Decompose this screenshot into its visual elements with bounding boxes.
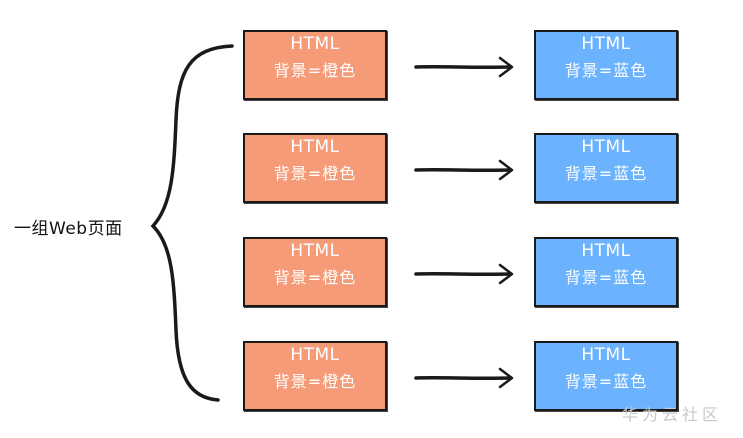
box-title: HTML — [581, 34, 631, 54]
orange-html-box: HTML 背景=橙色 — [243, 30, 387, 100]
box-subtitle: 背景=蓝色 — [564, 372, 648, 391]
arrow-icon — [414, 367, 514, 389]
orange-html-box: HTML 背景=橙色 — [243, 237, 387, 307]
arrow-icon — [414, 159, 514, 181]
blue-html-box: HTML 背景=蓝色 — [534, 237, 678, 307]
box-subtitle: 背景=蓝色 — [564, 164, 648, 183]
box-title: HTML — [290, 34, 340, 54]
box-title: HTML — [581, 137, 631, 157]
mapping-row: HTML 背景=橙色 HTML 背景=蓝色 — [0, 133, 743, 213]
box-title: HTML — [290, 345, 340, 365]
box-title: HTML — [290, 137, 340, 157]
orange-html-box: HTML 背景=橙色 — [243, 133, 387, 203]
box-subtitle: 背景=橙色 — [273, 61, 357, 80]
group-label: 一组Web页面 — [14, 219, 123, 239]
box-subtitle: 背景=橙色 — [273, 268, 357, 287]
box-title: HTML — [581, 345, 631, 365]
box-title: HTML — [290, 241, 340, 261]
box-subtitle: 背景=橙色 — [273, 164, 357, 183]
arrow-icon — [414, 56, 514, 78]
box-subtitle: 背景=蓝色 — [564, 268, 648, 287]
arrow-icon — [414, 263, 514, 285]
blue-html-box: HTML 背景=蓝色 — [534, 133, 678, 203]
box-subtitle: 背景=蓝色 — [564, 61, 648, 80]
orange-html-box: HTML 背景=橙色 — [243, 341, 387, 411]
box-title: HTML — [581, 241, 631, 261]
watermark: 华为云社区 — [622, 405, 723, 424]
mapping-row: HTML 背景=橙色 HTML 背景=蓝色 — [0, 341, 743, 421]
mapping-row: HTML 背景=橙色 HTML 背景=蓝色 — [0, 237, 743, 317]
box-subtitle: 背景=橙色 — [273, 372, 357, 391]
blue-html-box: HTML 背景=蓝色 — [534, 341, 678, 411]
mapping-row: HTML 背景=橙色 HTML 背景=蓝色 — [0, 30, 743, 110]
blue-html-box: HTML 背景=蓝色 — [534, 30, 678, 100]
